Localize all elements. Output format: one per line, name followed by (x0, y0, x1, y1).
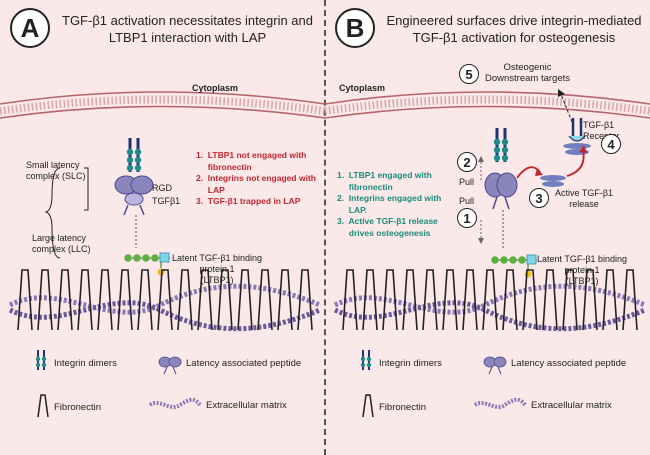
legend-ecm-icon (148, 397, 202, 409)
panel-divider (324, 0, 326, 455)
point-item: 1. LTBP1 engaged with (337, 170, 432, 180)
ecm-fiber (333, 283, 646, 315)
step-4-badge: 4 (601, 134, 621, 154)
cytoplasm-label: Cytoplasm (192, 83, 239, 93)
ecm-fiber (333, 300, 646, 332)
legend-ecm-label: Extracellular matrix (206, 400, 287, 411)
label-line: release (569, 199, 599, 209)
label-line: complex (SLC) (26, 171, 86, 181)
rgd-label: RGD (152, 183, 172, 193)
legend-lap-icon (158, 356, 182, 375)
label-line: protein 1 (199, 264, 235, 274)
step-5-badge: 5 (459, 64, 479, 84)
label-line: Osteogenic (503, 62, 552, 73)
panel-b: B Engineered surfaces drive integrin-med… (325, 0, 650, 455)
slc-label: Small latency complex (SLC) (26, 160, 86, 182)
step-2-badge: 2 (457, 152, 477, 172)
label-line: complex (LLC) (32, 244, 91, 254)
label-line: Latent TGF-β1 binding (537, 254, 628, 264)
label-line: Small latency (26, 160, 80, 170)
point-item: 3. TGF-β1 trapped in LAP (196, 196, 301, 206)
ecm-fiber (8, 283, 321, 315)
title-line: TGF-β1 activation necessitates integrin … (62, 13, 313, 28)
fibronectin-field (17, 269, 313, 331)
pull-label-bottom: Pull (459, 196, 475, 206)
label-line: Active TGF-β1 (555, 188, 614, 198)
panel-b-point-list: 1. LTBP1 engaged with fibronectin 2. Int… (337, 170, 459, 239)
lap-complex (114, 175, 154, 216)
panel-a-artwork (0, 91, 325, 418)
panel-b-artwork (325, 89, 650, 418)
panel-b-badge: B (335, 8, 375, 48)
active-release-label: Active TGF-β1 release (555, 188, 613, 210)
point-item: 2. Integrins not engaged with (196, 173, 316, 183)
ltbp1-chain (124, 252, 170, 276)
fibronectin-field (342, 269, 638, 331)
point-item: fibronectin (196, 161, 252, 172)
membrane-inner (325, 105, 650, 119)
label-line: Downstream targets (485, 73, 571, 84)
ltbp1-label: Latent TGF-β1 binding protein 1 (LTBP1) (172, 253, 262, 286)
legend-lap-icon (483, 356, 507, 375)
label-line: (LTBP1) (565, 276, 599, 286)
label-line: Latent TGF-β1 binding (172, 253, 263, 263)
llc-label: Large latency complex (LLC) (32, 233, 91, 255)
tgfb1-label: TGFβ1 (152, 196, 181, 206)
panel-a-badge: A (10, 8, 50, 48)
receptor-label: TGF-β1 Receptor (583, 120, 620, 141)
active-tgfb1 (540, 175, 566, 187)
legend-integrin-icon (35, 350, 47, 370)
label-line: (LTBP1) (200, 275, 234, 285)
membrane-outer (325, 91, 650, 105)
legend-integrin-icon (360, 350, 372, 370)
title-line: LTBP1 interaction with LAP (108, 30, 267, 45)
title-line: TGF-β1 activation for osteogenesis (412, 30, 616, 45)
point-item: drives osteogenesis (337, 227, 431, 238)
integrin-dimer (126, 138, 142, 172)
label-line: Large latency (32, 233, 87, 243)
legend-integrin-label: Integrin dimers (54, 358, 117, 369)
point-item: 3. Active TGF-β1 release (337, 216, 438, 226)
point-item: fibronectin (337, 181, 393, 192)
signal-arrow (560, 93, 573, 123)
membrane-inner (0, 105, 325, 119)
lap-open (484, 172, 518, 210)
legend-ecm-label: Extracellular matrix (531, 400, 612, 411)
membrane-outer (0, 91, 325, 105)
ltbp1-chain (491, 254, 537, 278)
panel-a: A TGF-β1 activation necessitates integri… (0, 8, 325, 418)
integrin-dimer (493, 128, 509, 162)
legend-fibronectin-label: Fibronectin (54, 402, 101, 413)
title-line: Engineered surfaces drive integrin-media… (386, 13, 642, 28)
ltbp1-label: Latent TGF-β1 binding protein 1 (LTBP1) (537, 254, 627, 287)
panel-b-title: Engineered surfaces drive integrin-media… (380, 12, 648, 46)
panel-a-point-list: 1. LTBP1 not engaged with fibronectin 2.… (196, 150, 324, 208)
legend-lap-label: Latency associated peptide (511, 358, 627, 369)
legend-fibronectin-label: Fibronectin (379, 402, 426, 413)
ecm-fiber (8, 300, 321, 332)
legend-ecm-icon (473, 397, 527, 409)
legend-lap-label: Latency associated peptide (186, 358, 302, 369)
cytoplasm-label: Cytoplasm (339, 83, 386, 93)
step-3-badge: 3 (529, 188, 549, 208)
step-1-badge: 1 (457, 208, 477, 228)
pull-label-top: Pull (459, 177, 475, 187)
panel-a-title: TGF-β1 activation necessitates integrin … (55, 12, 320, 46)
legend-integrin-label: Integrin dimers (379, 358, 442, 369)
point-item: LAP (196, 184, 225, 195)
legend-fibronectin-icon (37, 394, 49, 418)
membrane-lipids (325, 95, 650, 115)
point-item: 2. Integrins engaged with (337, 193, 442, 203)
point-item: 1. LTBP1 not engaged with (196, 150, 307, 160)
point-item: LAP. (337, 204, 368, 215)
label-line: protein 1 (564, 265, 600, 275)
osteogenic-targets-label: Osteogenic Downstream targets (485, 62, 570, 84)
membrane-lipids (0, 95, 325, 115)
legend-fibronectin-icon (362, 394, 374, 418)
